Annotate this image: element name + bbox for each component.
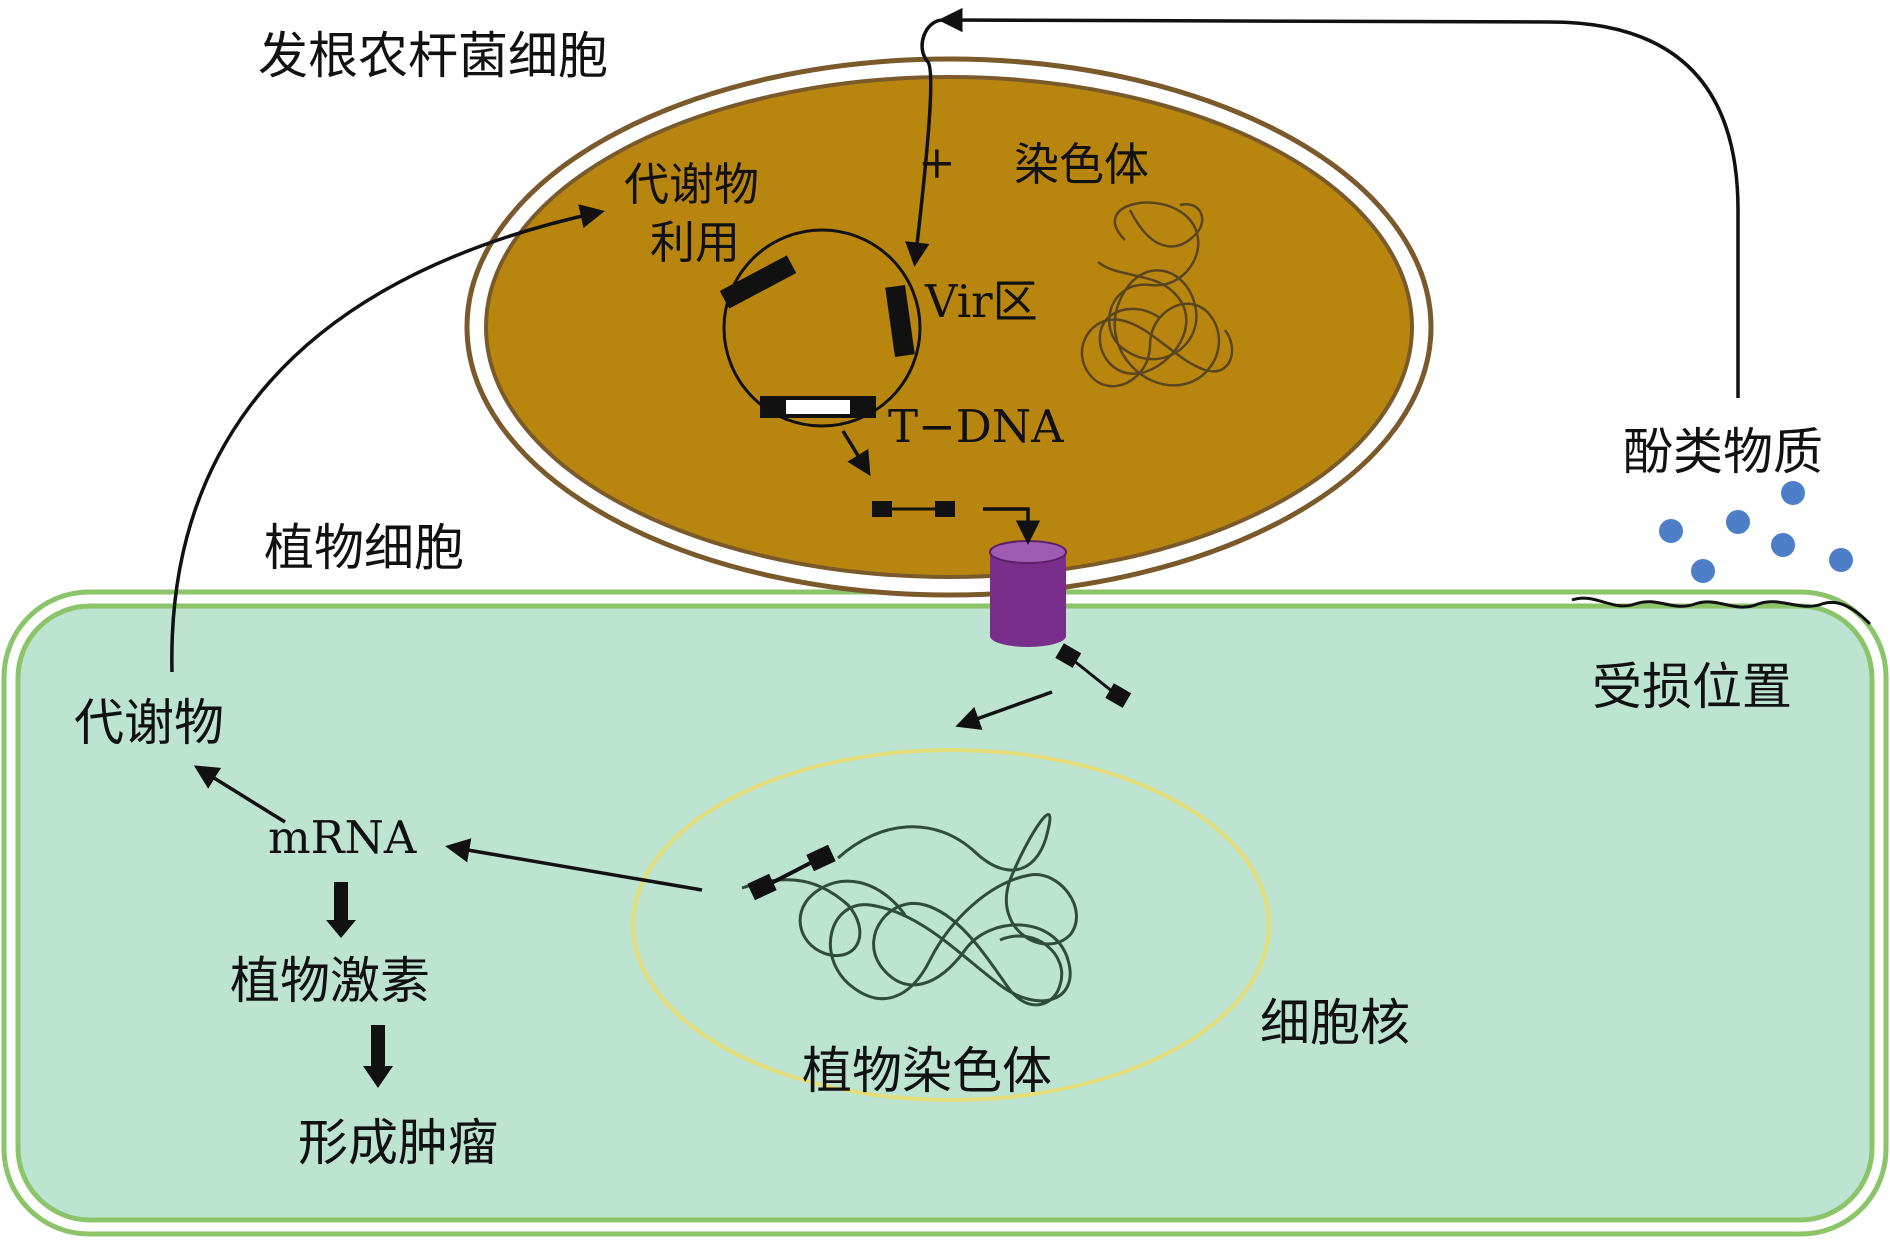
metabolite-utilization-arrow bbox=[170, 204, 605, 673]
mrna-to-hormone-arrow bbox=[326, 882, 356, 938]
bacterial-chromosome-strand bbox=[1097, 261, 1188, 375]
hormone-to-tumor-arrow bbox=[363, 1025, 393, 1088]
metabolite-use-label-line1: 代谢物 bbox=[624, 158, 759, 211]
plant-hormone-label: 植物激素 bbox=[230, 952, 430, 1010]
bacterium-cell-label: 发根农杆菌细胞 bbox=[258, 27, 608, 85]
bacterial-chromosome-label: 染色体 bbox=[1014, 138, 1149, 191]
phenolic-dot bbox=[1829, 548, 1853, 572]
nucleus bbox=[631, 748, 1271, 1102]
transcription-arrow bbox=[445, 838, 703, 892]
wound-site-label: 受损位置 bbox=[1592, 658, 1792, 716]
phenolics-label: 酚类物质 bbox=[1623, 423, 1823, 481]
vir-region-label: Vir区 bbox=[924, 275, 1038, 328]
t-strand-in-plant-cell bbox=[1055, 643, 1132, 708]
vir-region-block bbox=[885, 284, 915, 358]
t-strand-to-nucleus-arrow bbox=[955, 690, 1053, 730]
t-strand-in-bacterium bbox=[872, 501, 955, 517]
plant-cell-label: 植物细胞 bbox=[264, 519, 464, 577]
phenolic-dot bbox=[1726, 510, 1750, 534]
plant-chromosome-strand bbox=[828, 813, 1078, 1007]
tumor-formation-label: 形成肿瘤 bbox=[298, 1114, 498, 1172]
mrna-to-metabolite-arrow bbox=[193, 765, 286, 824]
phenolic-signal-arrow bbox=[938, 7, 1740, 398]
phenolic-molecules bbox=[1659, 481, 1853, 583]
mrna-label: mRNA bbox=[268, 811, 417, 864]
t-dna-label: T−DNA bbox=[888, 400, 1064, 453]
plasmid-ring bbox=[722, 228, 922, 428]
phenolic-dot bbox=[1771, 533, 1795, 557]
metabolite-label: 代谢物 bbox=[74, 694, 224, 752]
plasmid-gene-block bbox=[719, 255, 797, 309]
plus-sign: + bbox=[918, 136, 956, 189]
integrated-t-dna bbox=[747, 844, 836, 901]
phenolic-dot bbox=[1781, 481, 1805, 505]
labels: 发根农杆菌细胞 代谢物 利用 + 染色体 Vir区 T−DNA 酚类物质 植物细… bbox=[74, 27, 1823, 1172]
metabolite-use-label-line2: 利用 bbox=[650, 216, 740, 269]
phenolic-dot bbox=[1691, 559, 1715, 583]
t-dna-segment bbox=[760, 396, 876, 418]
plasmid bbox=[719, 228, 922, 428]
plant-chromosome-label: 植物染色体 bbox=[802, 1042, 1052, 1100]
bacterium-cytoplasm bbox=[484, 75, 1414, 579]
t-dna-excision-arrow bbox=[841, 430, 871, 477]
t-strand-to-channel-arrow bbox=[983, 507, 1041, 545]
nucleus-label: 细胞核 bbox=[1260, 994, 1410, 1052]
signal-loop-arrow bbox=[905, 18, 944, 267]
phenolic-dot bbox=[1659, 519, 1683, 543]
secretion-channel bbox=[989, 540, 1067, 647]
block-arrows bbox=[326, 882, 393, 1088]
arrows bbox=[170, 7, 1740, 892]
wound-site-edge bbox=[1571, 596, 1872, 626]
plant-chromosome-strand bbox=[741, 878, 907, 957]
bacterium bbox=[464, 56, 1434, 598]
